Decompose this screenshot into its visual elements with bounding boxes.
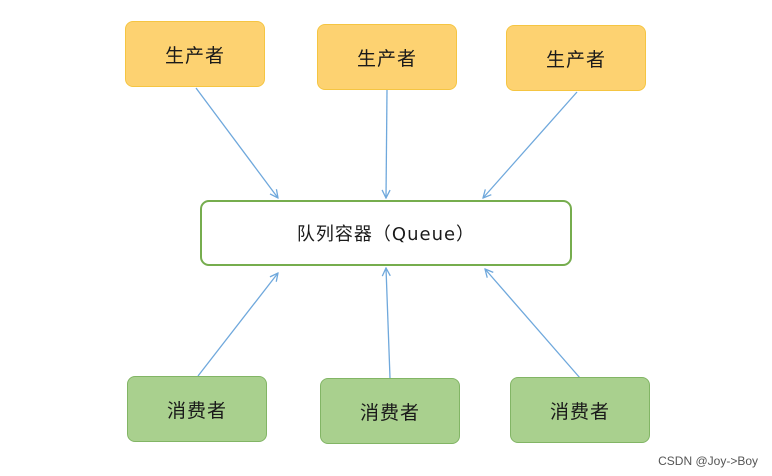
arrow-consumer-2-to-queue <box>386 268 390 379</box>
arrow-producer-2-to-queue <box>386 89 387 198</box>
producer-node-1: 生产者 <box>125 21 265 87</box>
consumer-label: 消费者 <box>359 401 420 424</box>
arrow-consumer-3-to-queue <box>485 269 581 379</box>
queue-container-node: 队列容器（Queue） <box>200 200 572 266</box>
consumer-node-3: 消费者 <box>510 377 650 443</box>
producer-node-2: 生产者 <box>317 24 457 90</box>
producer-label: 生产者 <box>164 44 225 67</box>
consumer-label: 消费者 <box>166 399 227 422</box>
consumer-node-2: 消费者 <box>320 378 460 444</box>
queue-label: 队列容器（Queue） <box>296 224 476 245</box>
arrow-producer-3-to-queue <box>483 91 578 198</box>
arrow-producer-1-to-queue <box>195 87 278 198</box>
producer-label: 生产者 <box>356 47 417 70</box>
arrow-consumer-1-to-queue <box>197 273 278 377</box>
consumer-label: 消费者 <box>549 400 610 423</box>
consumer-node-1: 消费者 <box>127 376 267 442</box>
watermark-text: CSDN @Joy->Boy <box>658 454 758 468</box>
producer-label: 生产者 <box>545 48 606 71</box>
producer-node-3: 生产者 <box>506 25 646 91</box>
